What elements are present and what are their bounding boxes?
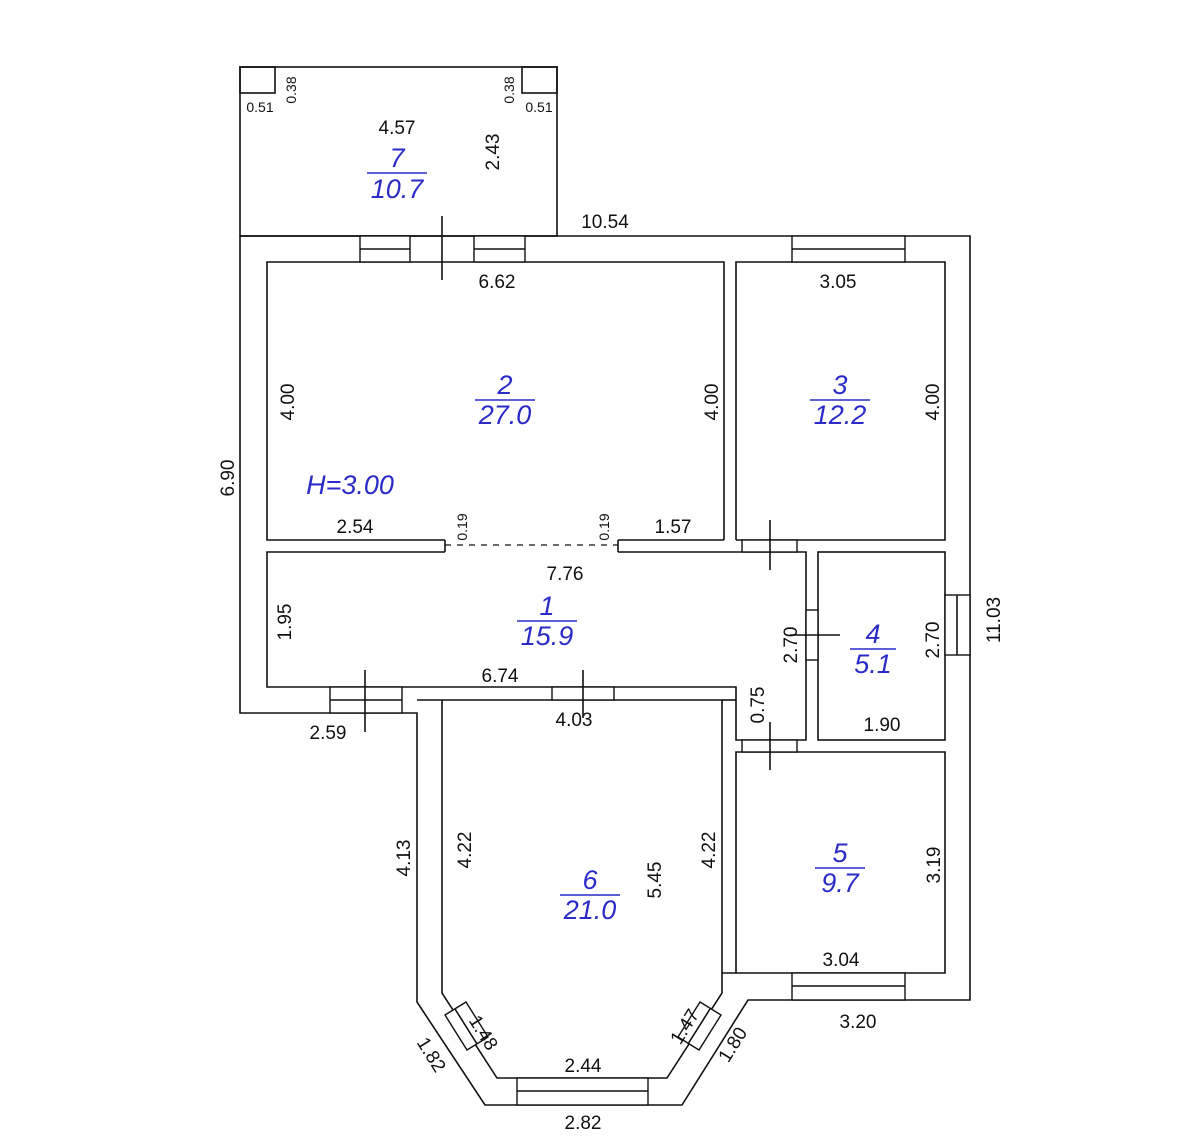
dimension-label: 4.22: [699, 832, 720, 869]
dimension-label: 3.20: [840, 1012, 877, 1033]
windows: [329, 235, 971, 1106]
room-label-text: 9.7: [821, 868, 860, 898]
room-6-label: 621.0: [560, 865, 620, 925]
dimension-label: 1.90: [864, 715, 901, 736]
dimension-label: 7.76: [547, 564, 584, 585]
dimension-label: 6.74: [482, 666, 519, 687]
dimension-label: 4.03: [556, 710, 593, 731]
room-3-label: 312.2: [810, 370, 870, 430]
room-label-text: 7: [389, 143, 405, 173]
room-label-text: 6: [582, 865, 598, 895]
room-7-label: 710.7: [367, 143, 427, 204]
dimension-label: 1.95: [275, 604, 296, 641]
dimension-label: 5.45: [645, 862, 666, 899]
terrace-column-left: [239, 66, 276, 94]
room-label-text: 12.2: [814, 400, 867, 430]
dimension-label: 3.04: [823, 950, 860, 971]
dimension-label: 6.62: [479, 272, 516, 293]
dimension-label: 4.00: [278, 384, 299, 421]
ceiling-height-label: H=3.00: [306, 470, 394, 500]
terrace-column-right: [521, 66, 558, 94]
room-label-text: 4: [865, 619, 880, 649]
dimension-label: 2.70: [781, 627, 802, 664]
dimension-label: 0.51: [525, 99, 552, 115]
dimension-label: 2.54: [337, 517, 374, 538]
dimension-label: 10.54: [581, 212, 629, 233]
room-label-text: 2: [496, 370, 512, 400]
room-1-label: 115.9: [517, 591, 577, 651]
room-label-text: 21.0: [563, 895, 617, 925]
dimension-label: 3.19: [924, 847, 945, 884]
dimension-label: 4.00: [702, 384, 723, 421]
dimension-label: 2.44: [565, 1056, 602, 1077]
dimension-label: 2.59: [310, 723, 347, 744]
dimension-labels: 4.57 2.43 0.51 0.38 0.38 0.51 10.54 6.62…: [218, 76, 1005, 1134]
room-4-label: 45.1: [850, 619, 896, 679]
dimension-label: 4.57: [379, 118, 416, 139]
room-label-text: 3: [832, 370, 847, 400]
dimension-label: 0.19: [596, 513, 612, 540]
room-2-label: 227.0: [475, 370, 535, 430]
room-label-text: 10.7: [371, 174, 425, 204]
plan-line: [687, 1008, 711, 1045]
dimension-label: 4.13: [394, 840, 415, 877]
room2-wall: [266, 261, 725, 541]
dimension-label: 0.19: [454, 513, 470, 540]
dimension-label: 0.38: [283, 76, 299, 103]
room-label-text: 5: [832, 838, 848, 868]
dimension-label: 1.80: [715, 1024, 752, 1066]
room-label-text: 5.1: [854, 649, 892, 679]
room3-wall: [735, 261, 946, 541]
room-label-text: 27.0: [478, 400, 532, 430]
dimension-label: 0.51: [246, 99, 273, 115]
room-5-label: 59.7: [815, 838, 865, 898]
dimension-label: 6.90: [218, 460, 239, 497]
dimension-label: 2.43: [483, 134, 504, 171]
plan-line: [454, 1008, 478, 1045]
room-label-text: 15.9: [521, 621, 574, 651]
dimension-label: 4.00: [923, 384, 944, 421]
dimension-label: 2.82: [565, 1113, 602, 1134]
dimension-label: 0.75: [748, 687, 769, 724]
dimension-label: 11.03: [984, 597, 1005, 643]
room-label-text: 1: [539, 591, 554, 621]
dimension-ticks: [364, 216, 840, 770]
dimension-label: 4.22: [455, 832, 476, 869]
dimension-label: 0.38: [501, 76, 517, 103]
room1-wall: [266, 551, 807, 741]
dimension-label: 1.57: [655, 517, 692, 538]
dimension-label: 2.70: [923, 622, 944, 659]
dimension-label: 1.82: [412, 1034, 449, 1076]
dimension-label: 3.05: [820, 272, 857, 293]
room-labels: 710.7 227.0 312.2 115.9 45.1 621.0 59.7 …: [306, 143, 896, 925]
